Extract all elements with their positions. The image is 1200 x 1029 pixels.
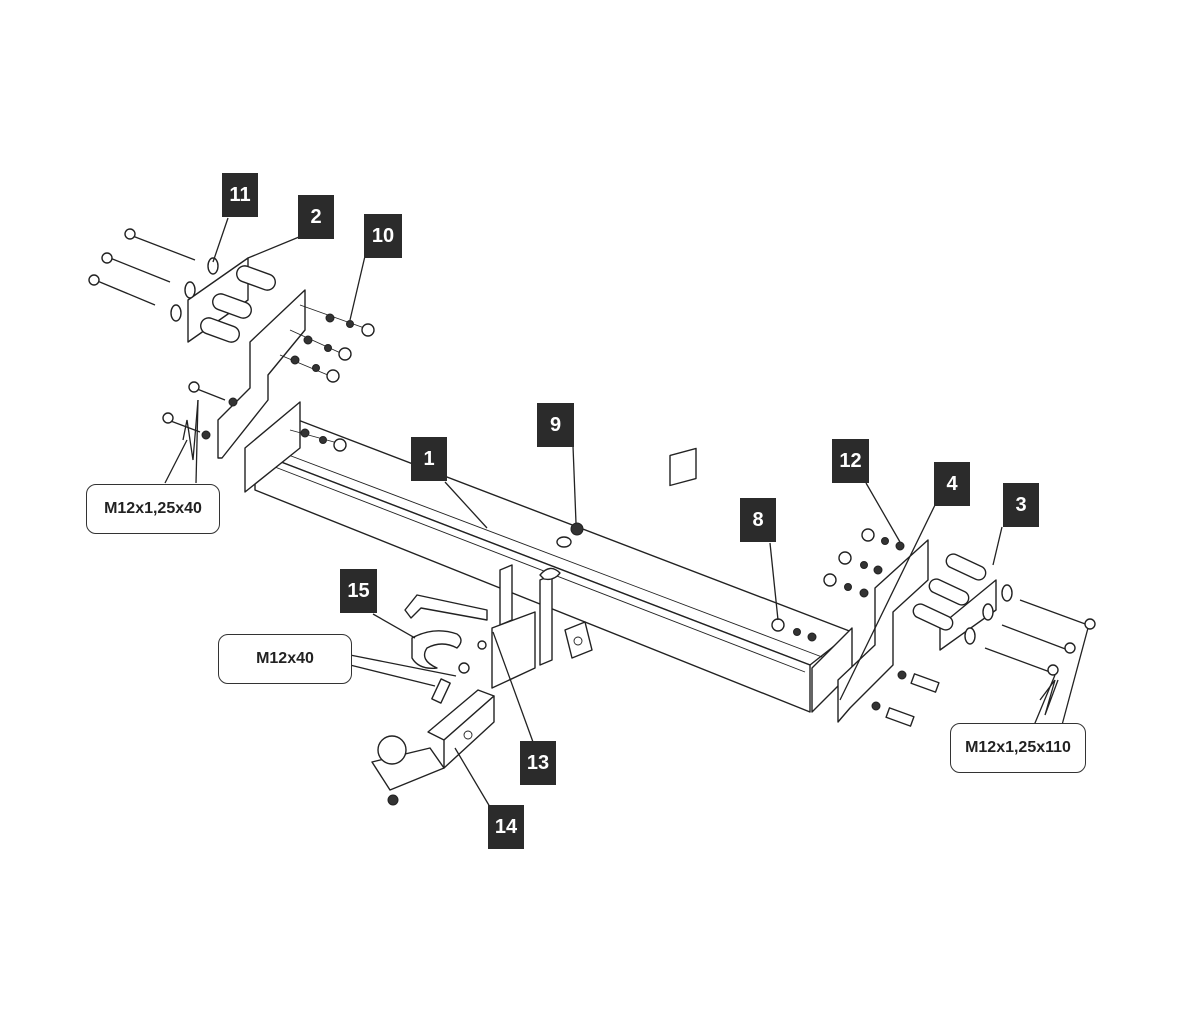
right-nuts <box>771 528 905 642</box>
left-short-bolts <box>162 381 238 461</box>
hitch-pin <box>404 594 488 674</box>
part-label-13: 13 <box>520 741 556 785</box>
crossbar <box>244 401 853 713</box>
part-label-4: 4 <box>934 462 970 506</box>
bolt-callout-center: M12x40 <box>218 634 352 684</box>
right-spacer-plate <box>912 553 997 651</box>
part-label-3: 3 <box>1003 483 1039 527</box>
left-long-bolts <box>88 228 219 322</box>
part-label-15: 15 <box>340 569 377 613</box>
left-nuts <box>279 304 375 452</box>
part-label-12: 12 <box>832 439 869 483</box>
part-label-8: 8 <box>740 498 776 542</box>
center-nut <box>556 522 584 548</box>
part-label-2: 2 <box>298 195 334 239</box>
right-short-bolts <box>871 670 940 727</box>
bolt-callout-left: M12x1,25x40 <box>86 484 220 534</box>
center-bolt <box>431 678 451 704</box>
hitch-receiver <box>491 447 697 689</box>
leader-lines <box>164 217 1089 808</box>
part-label-1: 1 <box>411 437 447 481</box>
part-label-9: 9 <box>537 403 574 447</box>
part-label-10: 10 <box>364 214 402 258</box>
part-label-11: 11 <box>222 173 258 217</box>
part-label-14: 14 <box>488 805 524 849</box>
ball-mount <box>371 689 495 806</box>
right-bracket <box>837 539 929 723</box>
right-long-bolts <box>964 584 1096 716</box>
bolt-callout-right: M12x1,25x110 <box>950 723 1086 773</box>
